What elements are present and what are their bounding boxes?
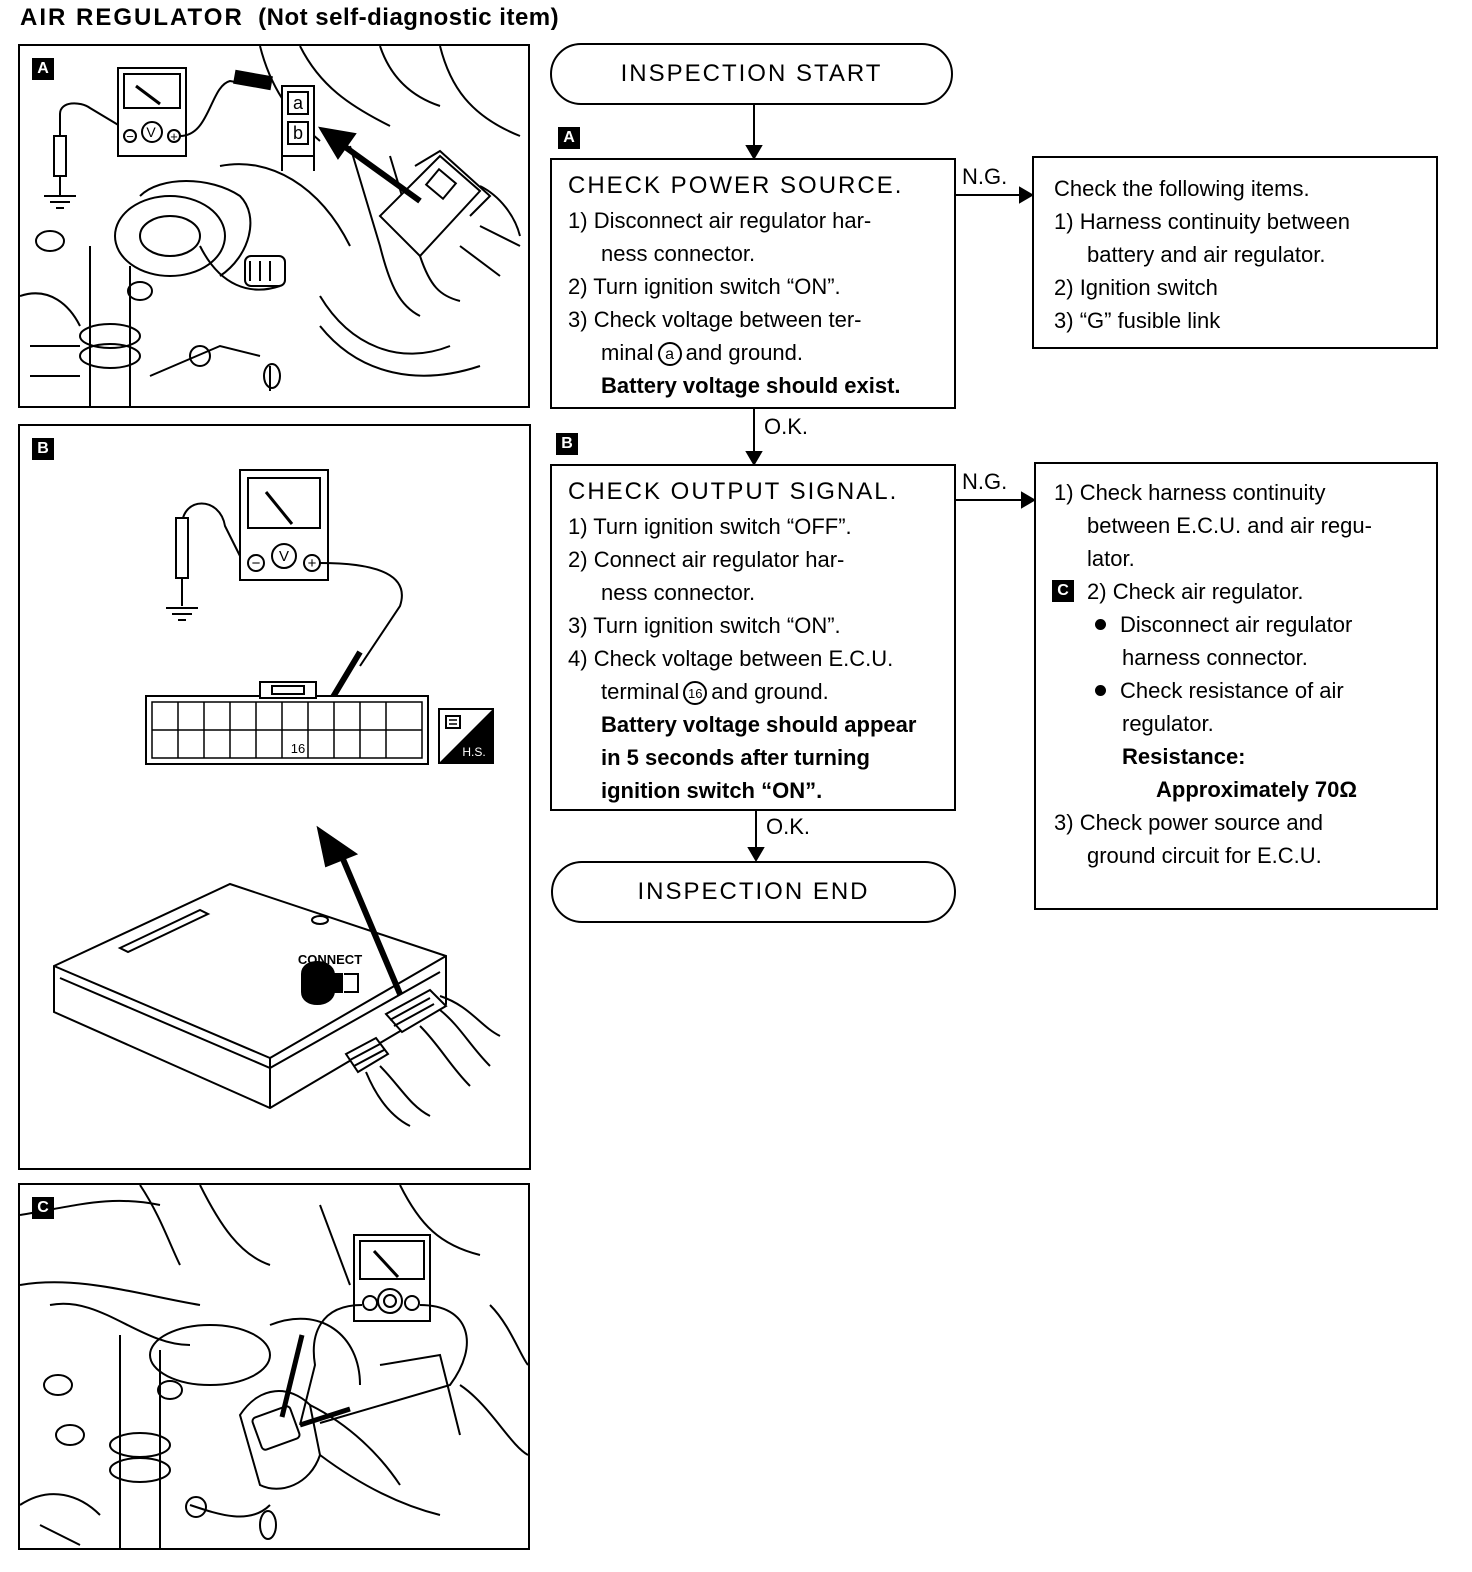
air-regulator-resistance-illustration xyxy=(20,1185,528,1548)
illustration-panel-c: C xyxy=(18,1183,530,1550)
resistance-label: Resistance: xyxy=(1122,744,1246,769)
panel-b-label: B xyxy=(32,438,54,460)
output-signal-illustration: V − + 16 CONNECT xyxy=(53,469,501,1127)
step-b-heading: CHECK OUTPUT SIGNAL. xyxy=(568,478,899,505)
ng-label-b: N.G. xyxy=(962,469,1008,494)
svg-text:+: + xyxy=(308,555,317,572)
connect-label: CONNECT xyxy=(298,952,362,967)
ok-label-2: O.K. xyxy=(766,814,811,839)
hs-label: H.S. xyxy=(462,745,485,759)
terminal-b-label: b xyxy=(293,123,303,143)
inspection-start: INSPECTION START xyxy=(550,43,953,105)
ng-b-c-label: C xyxy=(1052,580,1074,602)
illustration-panel-a: V − + a b A xyxy=(18,44,530,408)
power-source-illustration: V − + a b xyxy=(20,46,521,406)
step-a-label: A xyxy=(558,127,580,149)
illustration-panel-b: V − + 16 CONNECT B H.S. xyxy=(18,424,531,1170)
terminal-a-circle: a xyxy=(657,342,682,367)
panel-a-label: A xyxy=(32,58,54,80)
ng-a-heading: Check the following items. xyxy=(1054,176,1310,201)
check-power-source-box: CHECK POWER SOURCE. 1) Disconnect air re… xyxy=(550,158,956,409)
ok-label-1: O.K. xyxy=(764,414,809,439)
bullet-icon xyxy=(1095,619,1106,631)
panel-c-label: C xyxy=(32,1197,54,1219)
meter-symbol-b: V xyxy=(279,548,289,565)
svg-text:−: − xyxy=(126,129,134,144)
terminal-a-label: a xyxy=(293,93,304,113)
bullet-icon xyxy=(1095,685,1106,697)
meter-symbol-a: V xyxy=(146,124,156,140)
output-signal-ng-box: 1) Check harness continuity between E.C.… xyxy=(1034,462,1438,910)
step-a-heading: CHECK POWER SOURCE. xyxy=(568,172,904,199)
terminal-16-circle: 16 xyxy=(683,681,708,706)
inspection-end: INSPECTION END xyxy=(551,861,956,923)
page-title: AIR REGULATOR (Not self-diagnostic item) xyxy=(20,4,559,32)
step-a-expected: Battery voltage should exist. xyxy=(601,373,901,398)
resistance-value: Approximately 70Ω xyxy=(1156,777,1358,802)
title-main: AIR REGULATOR xyxy=(20,4,244,31)
svg-text:+: + xyxy=(170,129,178,144)
svg-text:−: − xyxy=(252,555,261,572)
harness-side-icon: H.S. xyxy=(438,708,494,764)
check-output-signal-box: CHECK OUTPUT SIGNAL. 1) Turn ignition sw… xyxy=(550,464,956,811)
title-sub: (Not self-diagnostic item) xyxy=(258,4,560,31)
ng-label-a: N.G. xyxy=(962,164,1008,189)
power-source-ng-box: Check the following items. 1) Harness co… xyxy=(1032,156,1438,349)
step-b-label: B xyxy=(556,433,578,455)
terminal-16-label: 16 xyxy=(291,741,305,756)
